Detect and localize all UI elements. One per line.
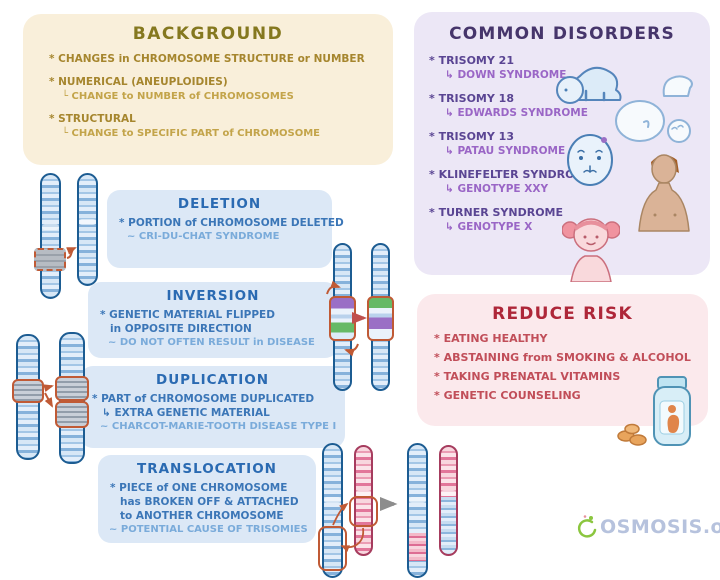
disorder-syndrome: ↳ GENOTYPE X: [445, 221, 533, 233]
translocation-section: TRANSLOCATION * PIECE of ONE CHROMOSOME …: [98, 455, 316, 543]
deleted-segment: [34, 248, 66, 271]
background-bullet-structural: * STRUCTURAL: [49, 113, 136, 125]
background-bullet-structural-sub: └ CHANGE to SPECIFIC PART of CHROMOSOME: [62, 128, 321, 139]
translocation-title: TRANSLOCATION: [137, 461, 277, 477]
deletion-line: * PORTION of CHROMOSOME DELETED: [119, 217, 344, 229]
disorder-syndrome: ↳ EDWARDS SYNDROME: [445, 107, 588, 119]
translocation-note: ~ POTENTIAL CAUSE OF TRISOMIES: [109, 524, 308, 535]
inversion-line-cont: in OPPOSITE DIRECTION: [110, 323, 252, 335]
clenched-fist-icon: [667, 119, 691, 143]
translocation-segment-blue-frame: [318, 526, 347, 571]
translocated-blue-band: [441, 497, 456, 554]
rocker-bottom-foot-icon: [662, 75, 693, 97]
disorder-name: * TRISOMY 21: [429, 54, 514, 67]
duplication-section: DUPLICATION * PART of CHROMOSOME DUPLICA…: [80, 366, 345, 448]
reduce-risk-title: REDUCE RISK: [492, 304, 633, 324]
fetal-head-outline-icon: [615, 100, 665, 142]
background-bullet-changes: * CHANGES in CHROMOSOME STRUCTURE or NUM…: [49, 53, 365, 65]
inverted-segment-after: [367, 296, 394, 341]
inversion-note: ~ DO NOT OFTEN RESULT in DISEASE: [108, 337, 315, 348]
baby-face-cleft-lip-icon: [567, 134, 613, 186]
osmosis-logo-text: OSMOSIS.org: [600, 516, 720, 538]
disorder-item-turner: * TURNER SYNDROME ↳ GENOTYPE X: [414, 205, 710, 234]
translocation-line-cont: has BROKEN OFF & ATTACHED: [120, 496, 299, 508]
duplication-line-cont: ↳ EXTRA GENETIC MATERIAL: [102, 407, 270, 419]
background-bullet-numerical: * NUMERICAL (ANEUPLOIDIES): [49, 76, 228, 88]
inverted-segment-before: [329, 296, 356, 341]
disorder-name: * TRISOMY 18: [429, 92, 514, 105]
translocation-result-pink: [439, 445, 458, 556]
duplicated-segment-copy-2: [55, 401, 89, 428]
duplication-title: DUPLICATION: [155, 372, 269, 388]
duplication-arrow-top: [43, 384, 54, 393]
disorder-syndrome: ↳ GENOTYPE XXY: [445, 183, 549, 195]
disorder-name: * TURNER SYNDROME: [429, 206, 564, 219]
duplicated-segment-source: [12, 379, 44, 403]
disorder-item-trisomy-21: * TRISOMY 21 ↳ DOWN SYNDROME: [414, 53, 710, 82]
disorder-name: * KLINEFELTER SYNDROME: [429, 168, 593, 181]
disorder-syndrome: ↳ PATAU SYNDROME: [445, 145, 566, 157]
common-disorders-title: COMMON DISORDERS: [449, 24, 675, 44]
duplicated-segment-copy-1: [55, 376, 89, 401]
osmosis-leaf-icon: [577, 515, 597, 538]
duplication-line: * PART of CHROMOSOME DUPLICATED: [92, 393, 315, 405]
translocation-line: * PIECE of ONE CHROMOSOME: [110, 482, 288, 494]
translocation-segment-pink-frame: [349, 496, 378, 527]
inversion-title: INVERSION: [166, 288, 260, 304]
disorder-name: * TRISOMY 13: [429, 130, 514, 143]
background-bullet-numerical-sub: └ CHANGE to NUMBER of CHROMOSOMES: [62, 91, 294, 102]
background-title: BACKGROUND: [132, 24, 284, 44]
disorder-item-trisomy-13: * TRISOMY 13 ↳ PATAU SYNDROME: [414, 129, 710, 158]
deletion-section: DELETION * PORTION of CHROMOSOME DELETED…: [107, 190, 344, 268]
baby-crawling-icon: [556, 66, 622, 104]
background-section: BACKGROUND * CHANGES in CHROMOSOME STRUC…: [23, 14, 393, 165]
duplication-arrow-bottom: [44, 392, 53, 408]
vitamin-bottle-icon: [617, 376, 691, 446]
deletion-title: DELETION: [177, 196, 262, 212]
translocation-result-blue: [407, 443, 428, 578]
inversion-line: * GENETIC MATERIAL FLIPPED: [100, 309, 275, 321]
disorder-syndrome: ↳ DOWN SYNDROME: [445, 69, 567, 81]
background-bullets: * CHANGES in CHROMOSOME STRUCTURE or NUM…: [23, 52, 393, 141]
deletion-chromosome-before: [40, 173, 61, 299]
risk-bullet-eating: * EATING HEALTHY: [434, 332, 548, 345]
risk-bullet-counseling: * GENETIC COUNSELING: [434, 389, 581, 402]
risk-bullet-abstaining: * ABSTAINING from SMOKING & ALCOHOL: [434, 351, 691, 364]
man-torso-icon: [638, 154, 690, 232]
inversion-section: INVERSION * GENETIC MATERIAL FLIPPED in …: [88, 282, 338, 358]
deletion-arrow: [66, 247, 77, 259]
deletion-chromosome-after: [77, 173, 98, 286]
girl-pigtails-icon: [562, 218, 620, 282]
disorder-item-trisomy-18: * TRISOMY 18 ↳ EDWARDS SYNDROME: [414, 91, 710, 120]
disorder-item-klinefelter: * KLINEFELTER SYNDROME ↳ GENOTYPE XXY: [414, 167, 710, 196]
deletion-syndrome: ~ CRI-DU-CHAT SYNDROME: [127, 231, 280, 242]
translocation-line-cont2: to ANOTHER CHROMOSOME: [120, 510, 284, 522]
duplication-disease: ~ CHARCOT-MARIE-TOOTH DISEASE TYPE I: [100, 421, 337, 432]
risk-bullet-vitamins: * TAKING PRENATAL VITAMINS: [434, 370, 621, 383]
translocated-pink-band: [409, 533, 426, 561]
osmosis-logo: OSMOSIS.org: [576, 514, 720, 540]
